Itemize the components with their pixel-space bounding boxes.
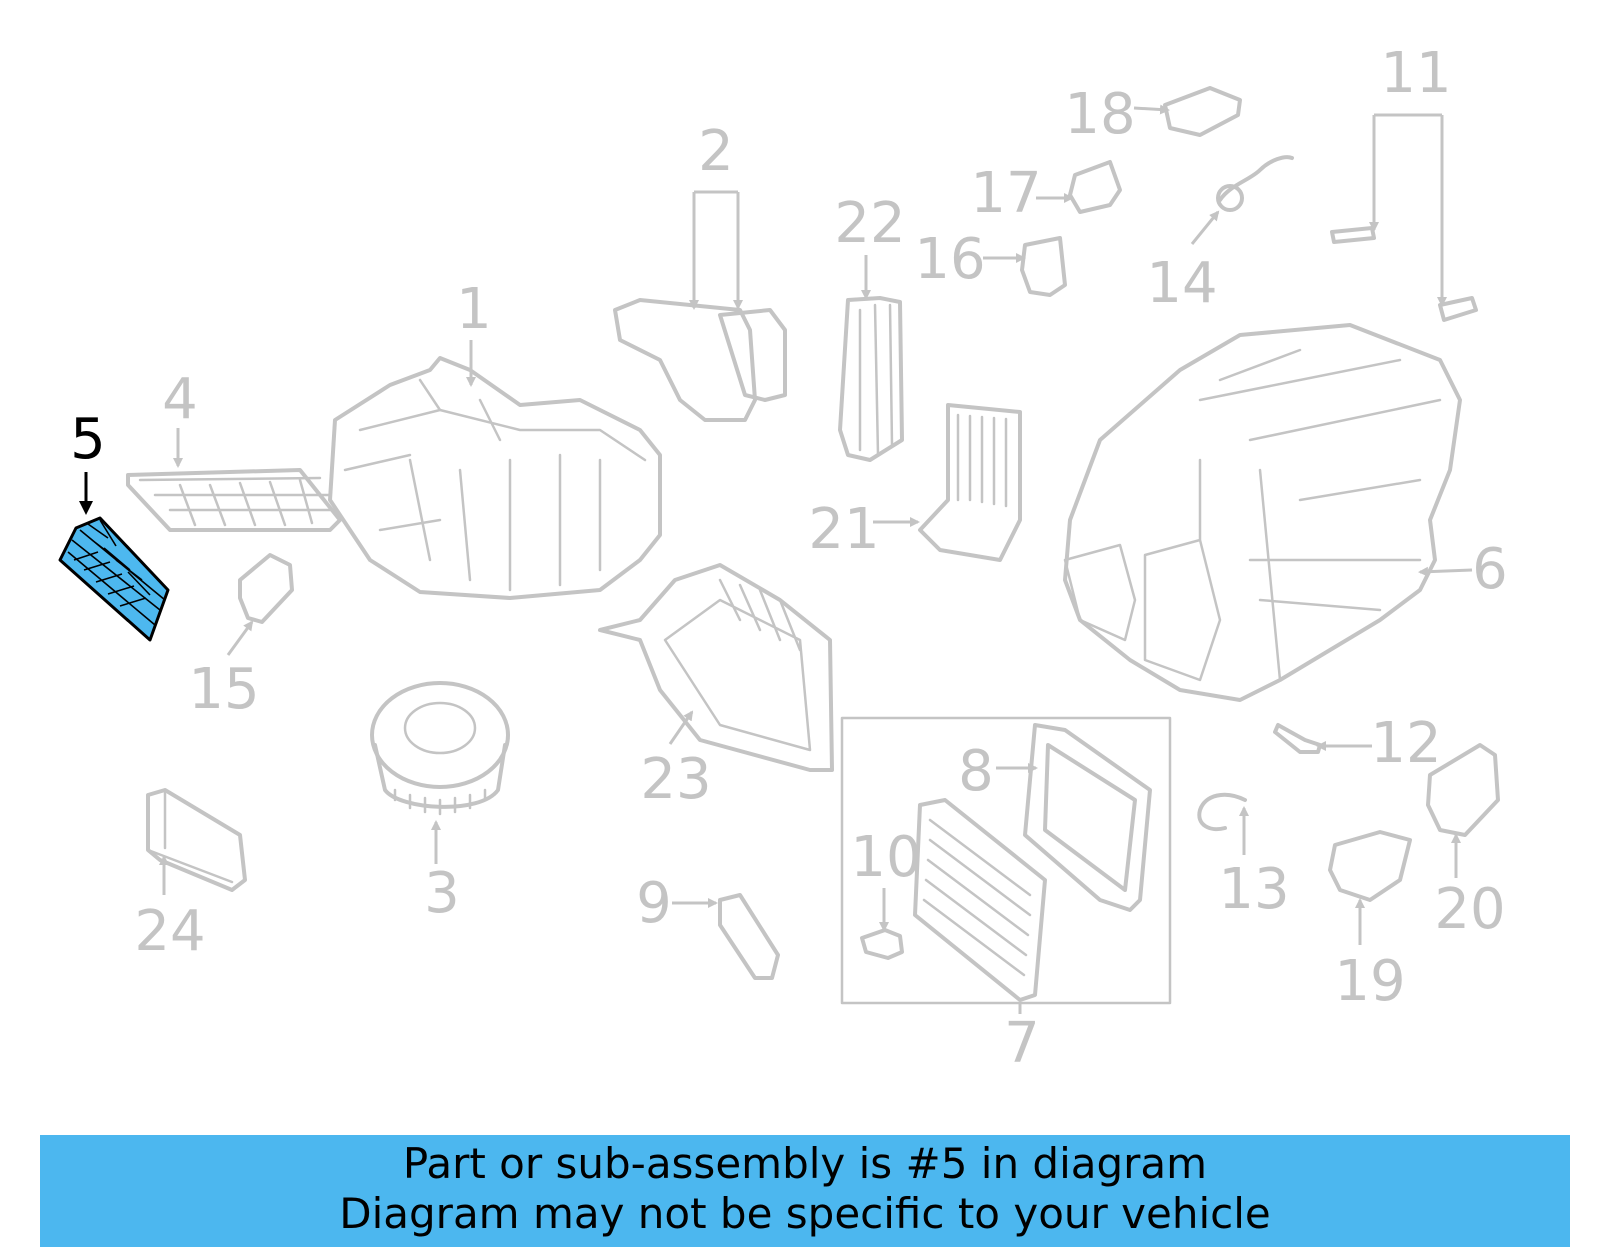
callout-1: 1	[456, 277, 492, 342]
callout-6: 6	[1472, 537, 1508, 602]
part-13	[1197, 792, 1247, 831]
part-21	[918, 403, 1022, 562]
callout-5[interactable]: 5	[70, 407, 106, 472]
part-evaporator-core	[913, 798, 1047, 1002]
callout-15: 15	[188, 657, 259, 722]
part-22	[838, 296, 904, 462]
callout-4: 4	[162, 367, 198, 432]
callout-8: 8	[958, 739, 994, 804]
callout-14: 14	[1146, 251, 1217, 316]
part-6	[1063, 323, 1462, 702]
callout-23: 23	[640, 747, 711, 812]
part-7-group	[840, 716, 1172, 1005]
callout-16: 16	[914, 227, 985, 292]
part-3	[370, 681, 510, 816]
callout-19: 19	[1334, 949, 1405, 1014]
part-1	[328, 356, 662, 600]
part-10	[860, 928, 904, 960]
part-23	[598, 563, 834, 772]
callout-24: 24	[134, 899, 205, 964]
part-2	[613, 298, 787, 422]
part-4	[126, 468, 342, 532]
callout-2: 2	[698, 119, 734, 184]
callout-10: 10	[850, 825, 921, 890]
callout-13: 13	[1218, 857, 1289, 922]
part-16	[1020, 236, 1067, 297]
callout-9: 9	[636, 871, 672, 936]
callout-18: 18	[1064, 82, 1135, 147]
callout-7: 7	[1004, 1011, 1040, 1076]
part-11	[1330, 226, 1478, 322]
callout-21: 21	[808, 497, 879, 562]
callout-17: 17	[970, 161, 1041, 226]
part-17	[1068, 160, 1122, 214]
part-12	[1273, 723, 1322, 754]
banner-part-line: Part or sub-assembly is #5 in diagram	[402, 1139, 1208, 1188]
part-18	[1163, 86, 1242, 137]
callout-11: 11	[1380, 41, 1451, 106]
callout-3: 3	[424, 861, 460, 926]
part-5-highlighted[interactable]	[58, 516, 170, 642]
callout-20: 20	[1434, 877, 1505, 942]
leader-lines	[79, 104, 1473, 1014]
part-8	[1023, 723, 1152, 912]
part-20	[1426, 743, 1500, 837]
callout-12: 12	[1370, 711, 1441, 776]
part-14	[1216, 155, 1294, 212]
part-15	[238, 553, 294, 624]
info-banner: Part or sub-assembly is #5 in diagram Di…	[40, 1135, 1570, 1247]
part-19	[1328, 830, 1412, 902]
banner-disclaimer-line: Diagram may not be specific to your vehi…	[339, 1189, 1271, 1238]
part-9	[718, 893, 780, 980]
callout-22: 22	[834, 191, 905, 256]
callout-labels: 1 2 3 4 5 6 7 8 9 10 11 12 13 14 15 16 1…	[70, 41, 1508, 1076]
